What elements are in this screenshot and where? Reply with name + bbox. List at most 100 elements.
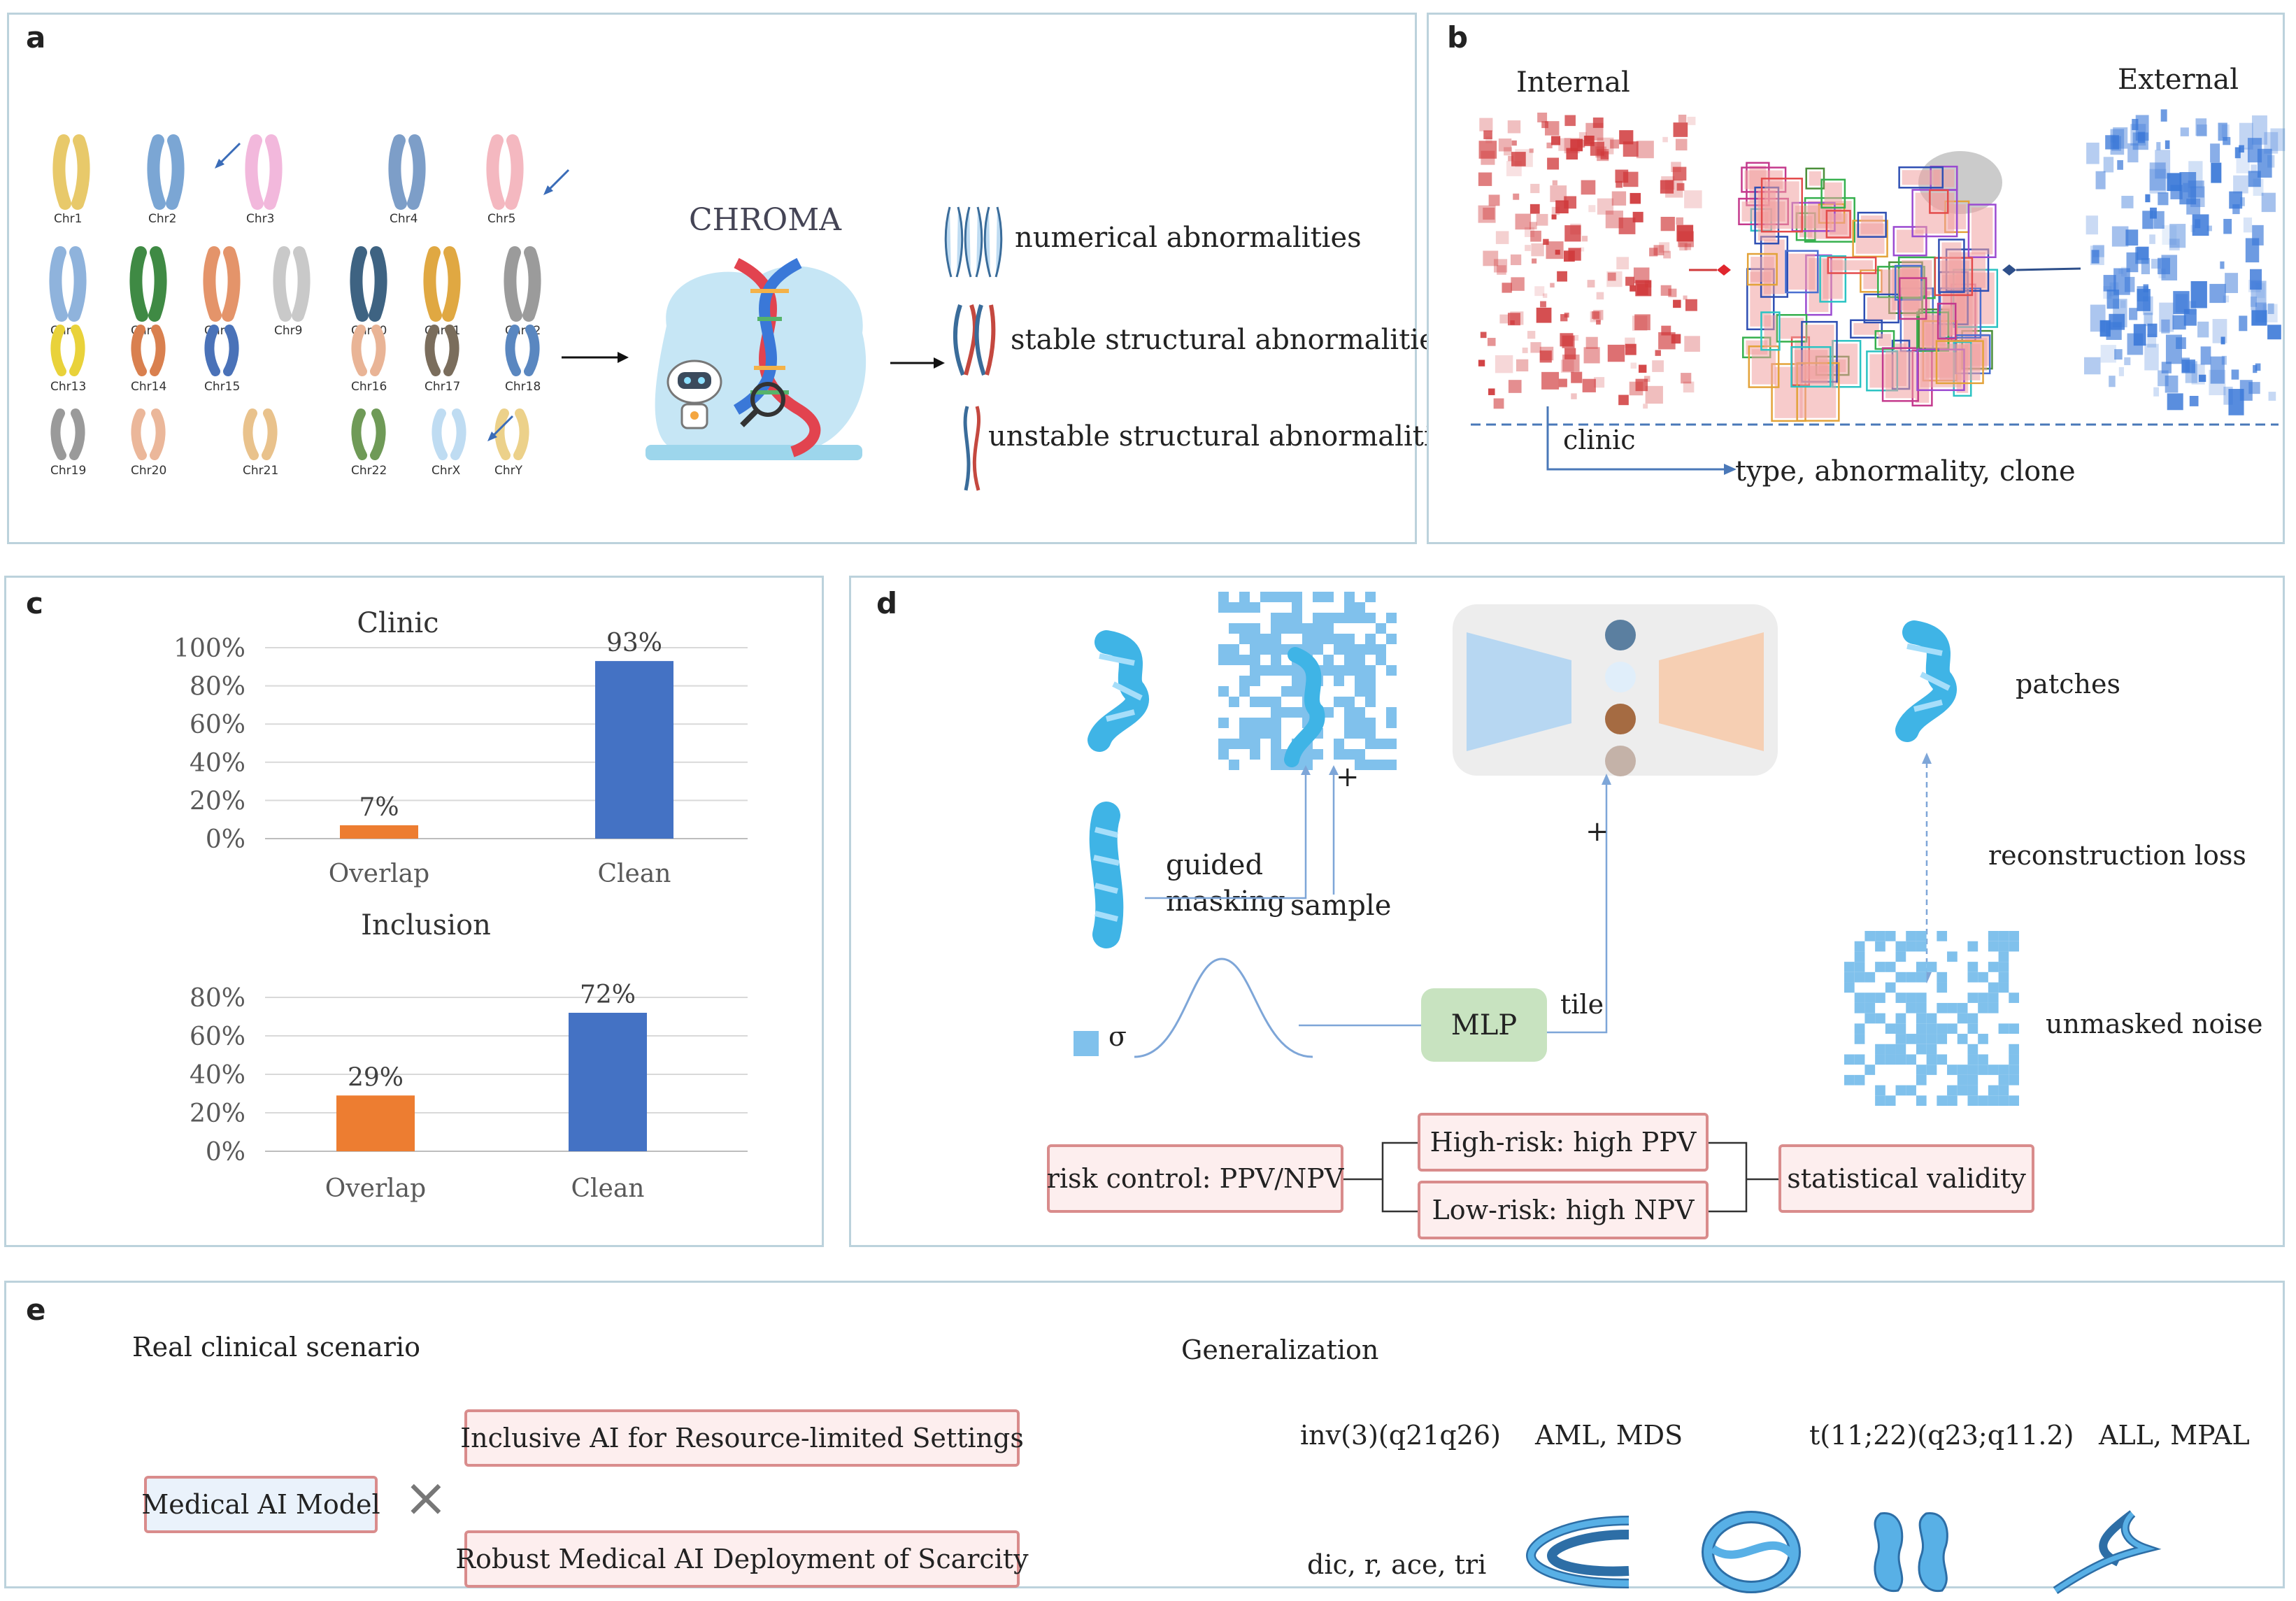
internal-sample-square (1562, 354, 1580, 372)
chromosome-chr9 (273, 246, 311, 322)
mask-cell (1218, 602, 1229, 613)
internal-sample-square (1630, 362, 1637, 369)
mask-cell (1344, 697, 1355, 707)
y-tick-label: 60% (190, 1023, 245, 1051)
detection-box (1790, 346, 1832, 388)
internal-sample-square (1660, 285, 1671, 296)
mask-cell (1906, 1054, 1916, 1065)
mask-cell (1281, 665, 1292, 676)
external-sample-square (2167, 173, 2182, 192)
mask-cell (2009, 941, 2019, 952)
external-sample-square (2117, 160, 2123, 170)
clinic-arrow (1546, 406, 1737, 475)
external-sample-square (2223, 136, 2231, 145)
mask-cell (1260, 644, 1271, 655)
external-sample-square (2210, 356, 2225, 384)
mask-cell (1988, 992, 1999, 1003)
chromosome-chr17 (425, 325, 459, 376)
external-sample-square (2250, 269, 2262, 290)
mask-cell (1229, 655, 1239, 665)
chromosome-chr5 (486, 134, 524, 210)
internal-sample-square (1547, 157, 1560, 170)
mask-cell (1313, 644, 1323, 655)
internal-sample-square (1630, 192, 1641, 204)
internal-sample-square (1629, 381, 1643, 396)
t1122-label: t(11;22)(q23;q11.2) (1809, 1420, 2074, 1451)
mask-cell (1895, 992, 1906, 1003)
abnormality-pointer-arrow (215, 142, 241, 169)
internal-sample-square (1590, 141, 1604, 156)
internal-sample-square (1660, 180, 1674, 194)
mask-cell (1967, 962, 1978, 972)
external-sample-square (2172, 315, 2186, 330)
external-sample-square (2111, 226, 2129, 247)
overlay-chromosome (1284, 647, 1325, 767)
external-sample-square (2209, 283, 2226, 304)
mask-cell (1906, 1002, 1916, 1013)
mask-cell (1355, 718, 1365, 728)
external-sample-square (2220, 336, 2225, 345)
mask-cell (2009, 1095, 2019, 1106)
external-sample-square (2206, 225, 2212, 232)
mask-cell (1906, 1034, 1916, 1044)
detection-box (1929, 189, 1949, 214)
external-sample-square (2257, 148, 2272, 178)
panel-c-label: c (26, 586, 43, 620)
mask-cell (1988, 962, 1999, 972)
mask-cell (1355, 707, 1365, 718)
internal-to-cluster-connector (1689, 264, 1731, 276)
internal-sample-square (1625, 337, 1635, 348)
internal-sample-square (1630, 285, 1636, 292)
mask-cell (2009, 1054, 2019, 1065)
mask-cell (1229, 623, 1239, 634)
curve-to-mlp-arrow (1299, 1020, 1436, 1030)
chroma-model-illustration (646, 257, 867, 460)
internal-sample-square (1530, 204, 1540, 214)
detection-box (1825, 210, 1851, 239)
mask-cell (1967, 992, 1978, 1003)
chromosome-label: Chr5 (487, 212, 516, 226)
external-sample-square (2086, 142, 2099, 164)
mask-cell (1250, 644, 1260, 655)
mask-cell (1386, 665, 1397, 676)
mask-cell (1916, 1034, 1927, 1044)
patches-label: patches (2016, 669, 2120, 699)
category-label: Clean (597, 860, 671, 888)
latent-code-dots (1605, 620, 1636, 776)
mask-cell (1895, 1085, 1906, 1096)
mask-cell (1344, 665, 1355, 676)
detected-chromosome (1779, 318, 1804, 339)
external-sample-square (2165, 140, 2170, 150)
internal-sample-square (1570, 223, 1581, 235)
mask-cell (1355, 676, 1365, 686)
internal-sample-square (1498, 138, 1512, 152)
internal-sample-square (1483, 207, 1495, 220)
inv3-label: inv(3)(q21q26) (1300, 1420, 1501, 1451)
chromosome-label: ChrY (494, 464, 523, 478)
internal-sample-square (1625, 276, 1635, 286)
mask-cell (1875, 1054, 1885, 1065)
internal-sample-square (1676, 217, 1684, 225)
aml-mds-label: AML, MDS (1535, 1420, 1683, 1451)
external-label: External (2118, 64, 2239, 96)
mask-cell (1271, 760, 1281, 770)
output-unstable: unstable structural abnormalities (988, 420, 1464, 453)
detected-chromosome (1941, 306, 1953, 336)
mask-cell (1906, 931, 1916, 941)
chromosome-chr8 (203, 246, 241, 322)
sigma-square-icon (1074, 1031, 1099, 1056)
y-tick-label: 60% (190, 711, 245, 739)
mask-cell (1937, 931, 1948, 941)
mask-cell (1281, 592, 1292, 602)
mask-cell (1947, 1065, 1958, 1075)
mask-cell (1386, 718, 1397, 728)
mask-cell (1906, 992, 1916, 1003)
mask-cell (1250, 655, 1260, 665)
y-tick-label: 40% (190, 749, 245, 778)
external-sample-square (2229, 191, 2243, 209)
external-sample-square (2105, 135, 2119, 150)
external-sample-square (2165, 334, 2182, 364)
internal-sample-square (1600, 151, 1609, 159)
detection-box (1748, 345, 1780, 388)
internal-sample-square (1552, 180, 1557, 186)
